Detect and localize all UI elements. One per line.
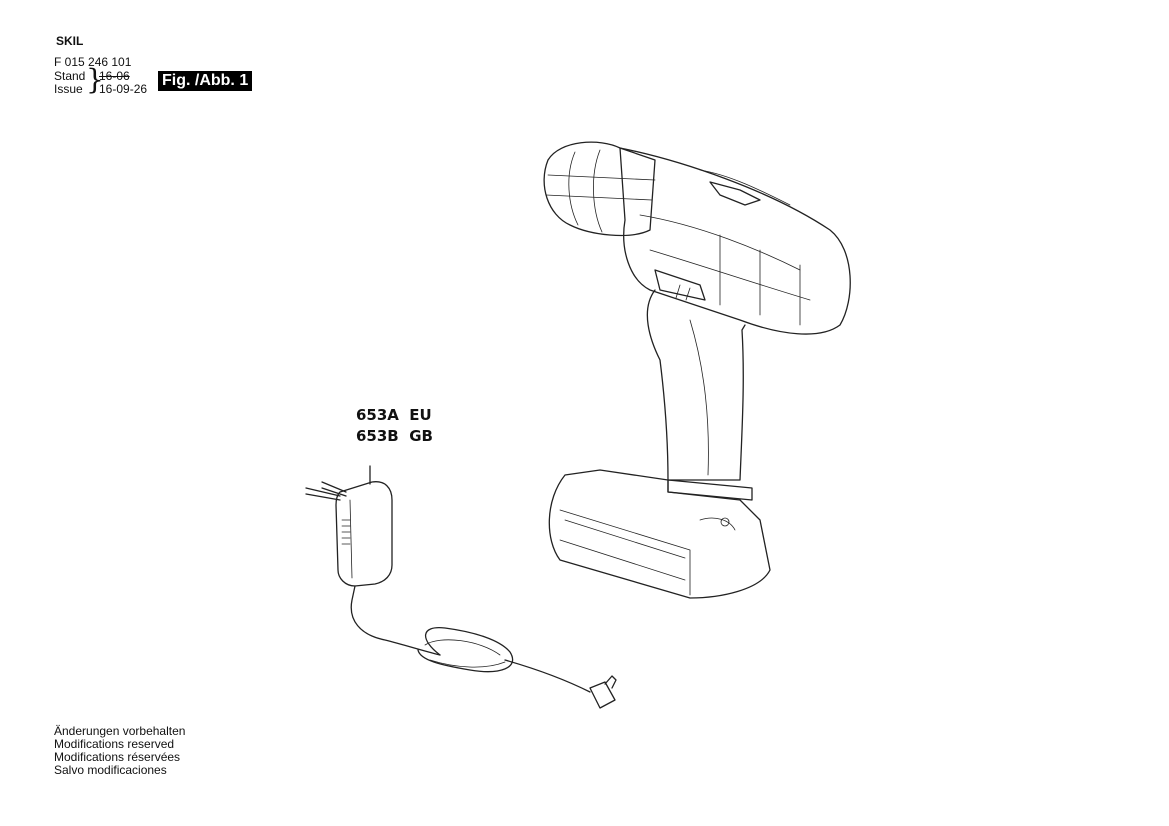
charger-callout: 653A EU 653B GB <box>356 405 433 447</box>
footer-line-de: Änderungen vorbehalten <box>54 724 186 738</box>
callout-region-1: EU <box>409 406 432 424</box>
callout-code-2: 653B <box>356 427 399 445</box>
callout-code-1: 653A <box>356 406 399 424</box>
stand-issue-labels: Stand Issue <box>54 70 85 96</box>
part-number: F 015 246 101 <box>54 55 132 69</box>
charger-drawing <box>305 481 617 709</box>
brace-glyph: } <box>86 63 104 96</box>
brand-name: SKIL <box>56 34 84 48</box>
stand-label: Stand <box>54 69 86 83</box>
issue-label: Issue <box>54 82 83 96</box>
figure-label: Fig. /Abb. 1 <box>158 71 253 91</box>
new-date: 16-09-26 <box>99 82 148 96</box>
modifications-notice: Änderungen vorbehalten Modifications res… <box>54 725 185 777</box>
old-date: 16-06 <box>99 69 130 83</box>
footer-line-en: Modifications reserved <box>54 737 175 751</box>
callout-line-2: 653B GB <box>356 426 433 447</box>
footer-line-fr: Modifications réservées <box>54 750 181 764</box>
drill-drawing <box>543 141 851 599</box>
callout-region-2: GB <box>409 427 433 445</box>
footer-line-es: Salvo modificaciones <box>54 763 167 777</box>
revision-dates: 16-06 16-09-26 <box>99 70 147 96</box>
callout-line-1: 653A EU <box>356 405 433 426</box>
